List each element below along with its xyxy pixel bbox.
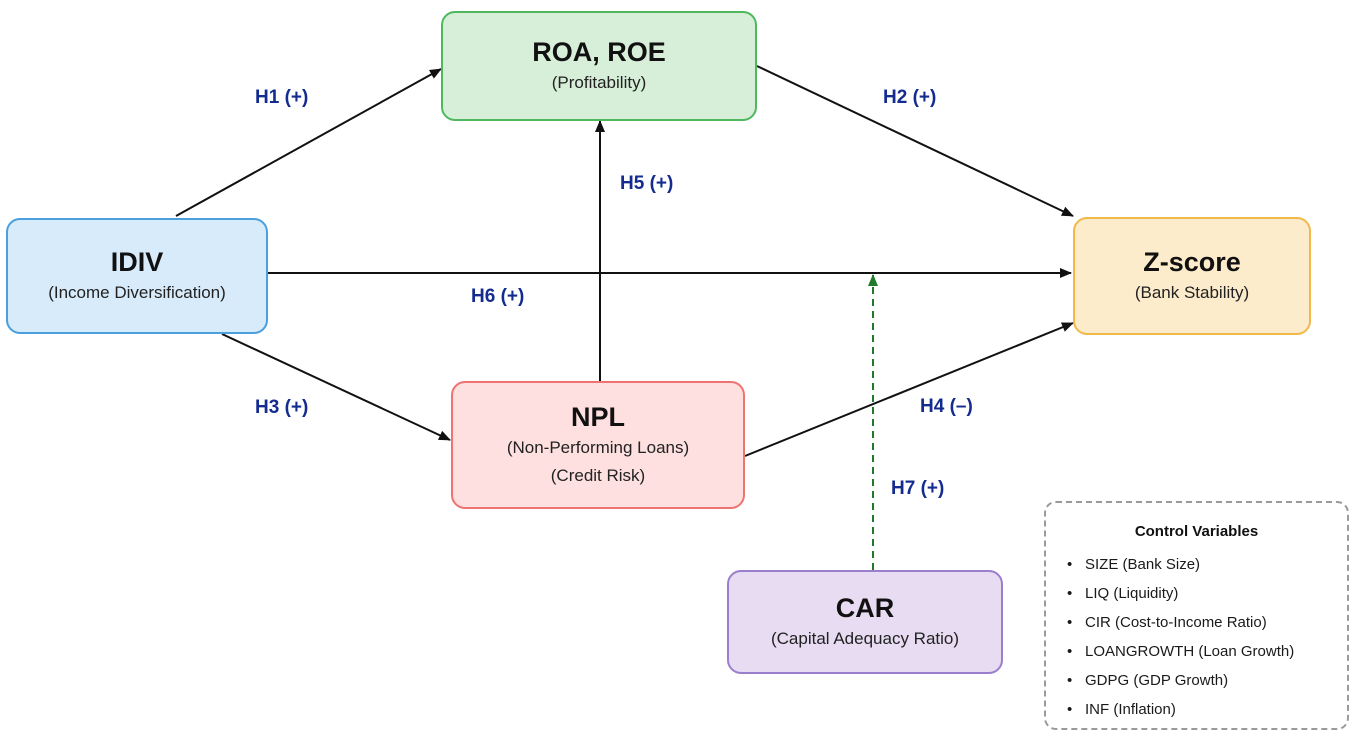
node-zscore-subtitle: (Bank Stability) [1134, 283, 1250, 302]
node-npl-subtitle-2: (Credit Risk) [550, 466, 646, 485]
node-npl-subtitle: (Non-Performing Loans) [506, 438, 690, 457]
node-npl-title: NPL [571, 402, 625, 432]
node-car-title: CAR [835, 593, 895, 623]
node-roa-roe-subtitle: (Profitability) [551, 73, 647, 92]
hypothesis-h5-label: H5 (+) [620, 173, 674, 194]
node-zscore: Z-score (Bank Stability) [1073, 217, 1311, 335]
control-variables-title: Control Variables [1134, 523, 1259, 540]
control-variable-item: LIQ (Liquidity) [1067, 579, 1294, 608]
hypothesis-h3-label: H3 (+) [255, 397, 309, 418]
control-variables-list: SIZE (Bank Size) LIQ (Liquidity) CIR (Co… [1046, 550, 1294, 724]
node-zscore-title: Z-score [1143, 247, 1241, 277]
node-idiv-title: IDIV [110, 247, 164, 277]
node-car-subtitle: (Capital Adequacy Ratio) [770, 629, 960, 648]
hypothesis-h1-label: H1 (+) [255, 87, 309, 108]
hypothesis-h2-label: H2 (+) [883, 87, 937, 108]
arrow-idiv-to-roa [175, 68, 442, 217]
hypothesis-h6-label: H6 (+) [471, 286, 525, 307]
control-variable-item: SIZE (Bank Size) [1067, 550, 1294, 579]
control-variable-item: GDPG (GDP Growth) [1067, 666, 1294, 695]
control-variable-item: LOANGROWTH (Loan Growth) [1067, 637, 1294, 666]
arrow-npl-to-zscore [744, 322, 1074, 457]
control-variable-item: INF (Inflation) [1067, 695, 1294, 724]
node-roa-roe: ROA, ROE (Profitability) [441, 11, 757, 121]
arrow-idiv-to-npl [221, 333, 451, 441]
node-roa-roe-title: ROA, ROE [532, 37, 666, 67]
control-variable-item: CIR (Cost-to-Income Ratio) [1067, 608, 1294, 637]
node-idiv: IDIV (Income Diversification) [6, 218, 268, 334]
hypothesis-h7-label: H7 (+) [891, 478, 945, 499]
hypothesis-h4-label: H4 (–) [920, 396, 973, 417]
node-npl: NPL (Non-Performing Loans) (Credit Risk) [451, 381, 745, 509]
node-idiv-subtitle: (Income Diversification) [48, 283, 226, 302]
arrow-roa-to-zscore [756, 65, 1074, 217]
control-variables-box: Control Variables SIZE (Bank Size) LIQ (… [1044, 501, 1349, 730]
node-car: CAR (Capital Adequacy Ratio) [727, 570, 1003, 674]
